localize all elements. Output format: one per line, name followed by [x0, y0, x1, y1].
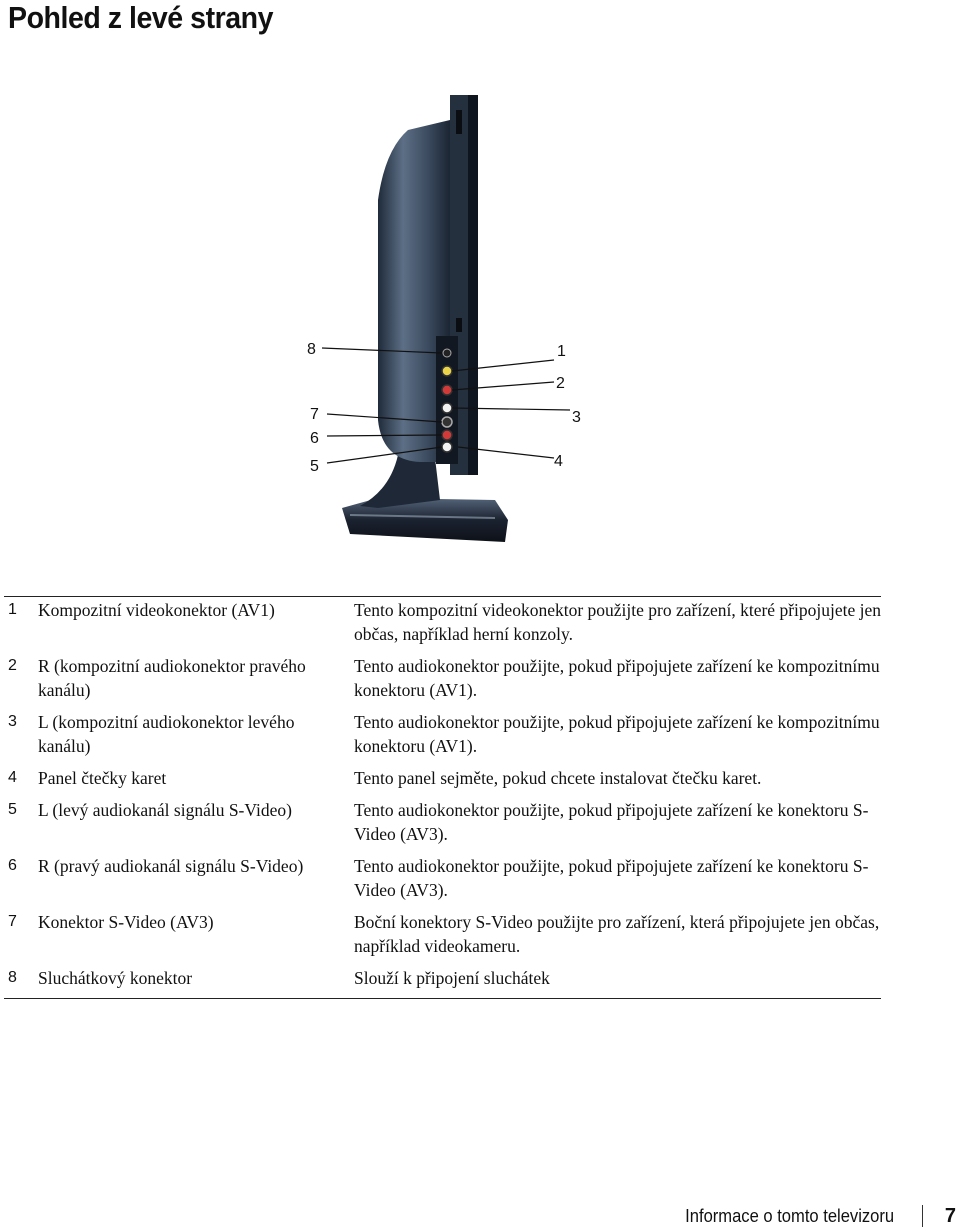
item-name: Kompozitní videokonektor (AV1) — [38, 600, 275, 620]
stand-neck — [360, 455, 440, 508]
callout-lines — [321, 347, 571, 464]
callout-7: 7 — [310, 406, 319, 423]
audio-right-jack-av3 — [441, 429, 453, 441]
tv-back-housing — [378, 120, 450, 462]
item-name: R (pravý audiokanál signálu S-Video) — [38, 856, 304, 876]
item-number: 6 — [8, 857, 17, 874]
callout-5: 5 — [310, 458, 319, 475]
item-description: Tento audiokonektor použijte, pokud přip… — [354, 656, 880, 700]
connector-panel — [436, 336, 458, 464]
table-row: 2 R (kompozitní audiokonektor pravého ka… — [4, 654, 881, 702]
item-name: L (kompozitní audiokonektor levého kanál… — [38, 712, 295, 756]
item-number: 8 — [8, 969, 17, 986]
footer-title: Informace o tomto televizoru — [684, 1205, 894, 1226]
item-name: L (levý audiokanál signálu S-Video) — [38, 800, 292, 820]
tv-side-view-figure: 8 1 2 3 4 7 6 5 — [290, 90, 620, 550]
tv-side-illustration: 8 1 2 3 4 7 6 5 — [307, 95, 581, 542]
item-name: Sluchátkový konektor — [38, 968, 193, 988]
footer-separator — [921, 1205, 923, 1227]
item-description: Tento audiokonektor použijte, pokud přip… — [354, 712, 880, 756]
item-description: Tento panel sejměte, pokud chcete instal… — [354, 768, 762, 788]
table-row: 6 R (pravý audiokanál signálu S-Video) T… — [4, 854, 881, 902]
table-row: 3 L (kompozitní audiokonektor levého kan… — [4, 710, 881, 758]
page-footer: Informace o tomto televizoru 7 — [667, 1203, 960, 1229]
item-number: 5 — [8, 801, 17, 818]
callout-3: 3 — [572, 409, 581, 426]
audio-right-jack-av1 — [441, 384, 453, 396]
callout-6: 6 — [310, 430, 319, 447]
item-description: Tento audiokonektor použijte, pokud přip… — [354, 856, 869, 900]
item-number: 4 — [8, 769, 17, 786]
item-description: Tento kompozitní videokonektor použijte … — [354, 600, 882, 644]
stand-base — [342, 498, 508, 542]
item-description: Slouží k připojení sluchátek — [354, 968, 550, 988]
table-row: 5 L (levý audiokanál signálu S-Video) Te… — [4, 798, 881, 846]
composite-video-jack — [441, 365, 453, 377]
table-row: 7 Konektor S-Video (AV3) Boční konektory… — [4, 910, 881, 958]
item-name: R (kompozitní audiokonektor pravého kaná… — [38, 656, 306, 700]
item-description: Tento audiokonektor použijte, pokud přip… — [354, 800, 869, 844]
item-description: Boční konektory S-Video použijte pro zař… — [354, 912, 880, 956]
item-number: 3 — [8, 713, 17, 730]
callout-1: 1 — [557, 343, 566, 360]
callout-8: 8 — [307, 341, 316, 358]
item-name: Konektor S-Video (AV3) — [38, 912, 214, 932]
page-number: 7 — [944, 1204, 956, 1227]
table-row: 1 Kompozitní videokonektor (AV1) Tento k… — [4, 598, 881, 646]
audio-left-jack-av3 — [441, 441, 453, 453]
callout-2: 2 — [556, 375, 565, 392]
item-number: 7 — [8, 913, 17, 930]
svideo-jack — [441, 416, 453, 428]
page-title: Pohled z levé strany — [8, 0, 274, 35]
headphone-jack — [442, 348, 452, 358]
item-number: 2 — [8, 657, 17, 674]
item-number: 1 — [8, 601, 17, 618]
table-row: 8 Sluchátkový konektor Slouží k připojen… — [4, 966, 881, 990]
callout-4: 4 — [554, 453, 563, 470]
connector-table: 1 Kompozitní videokonektor (AV1) Tento k… — [4, 596, 881, 999]
item-name: Panel čtečky karet — [38, 768, 167, 788]
audio-left-jack-av1 — [441, 402, 453, 414]
table-row: 4 Panel čtečky karet Tento panel sejměte… — [4, 766, 881, 790]
